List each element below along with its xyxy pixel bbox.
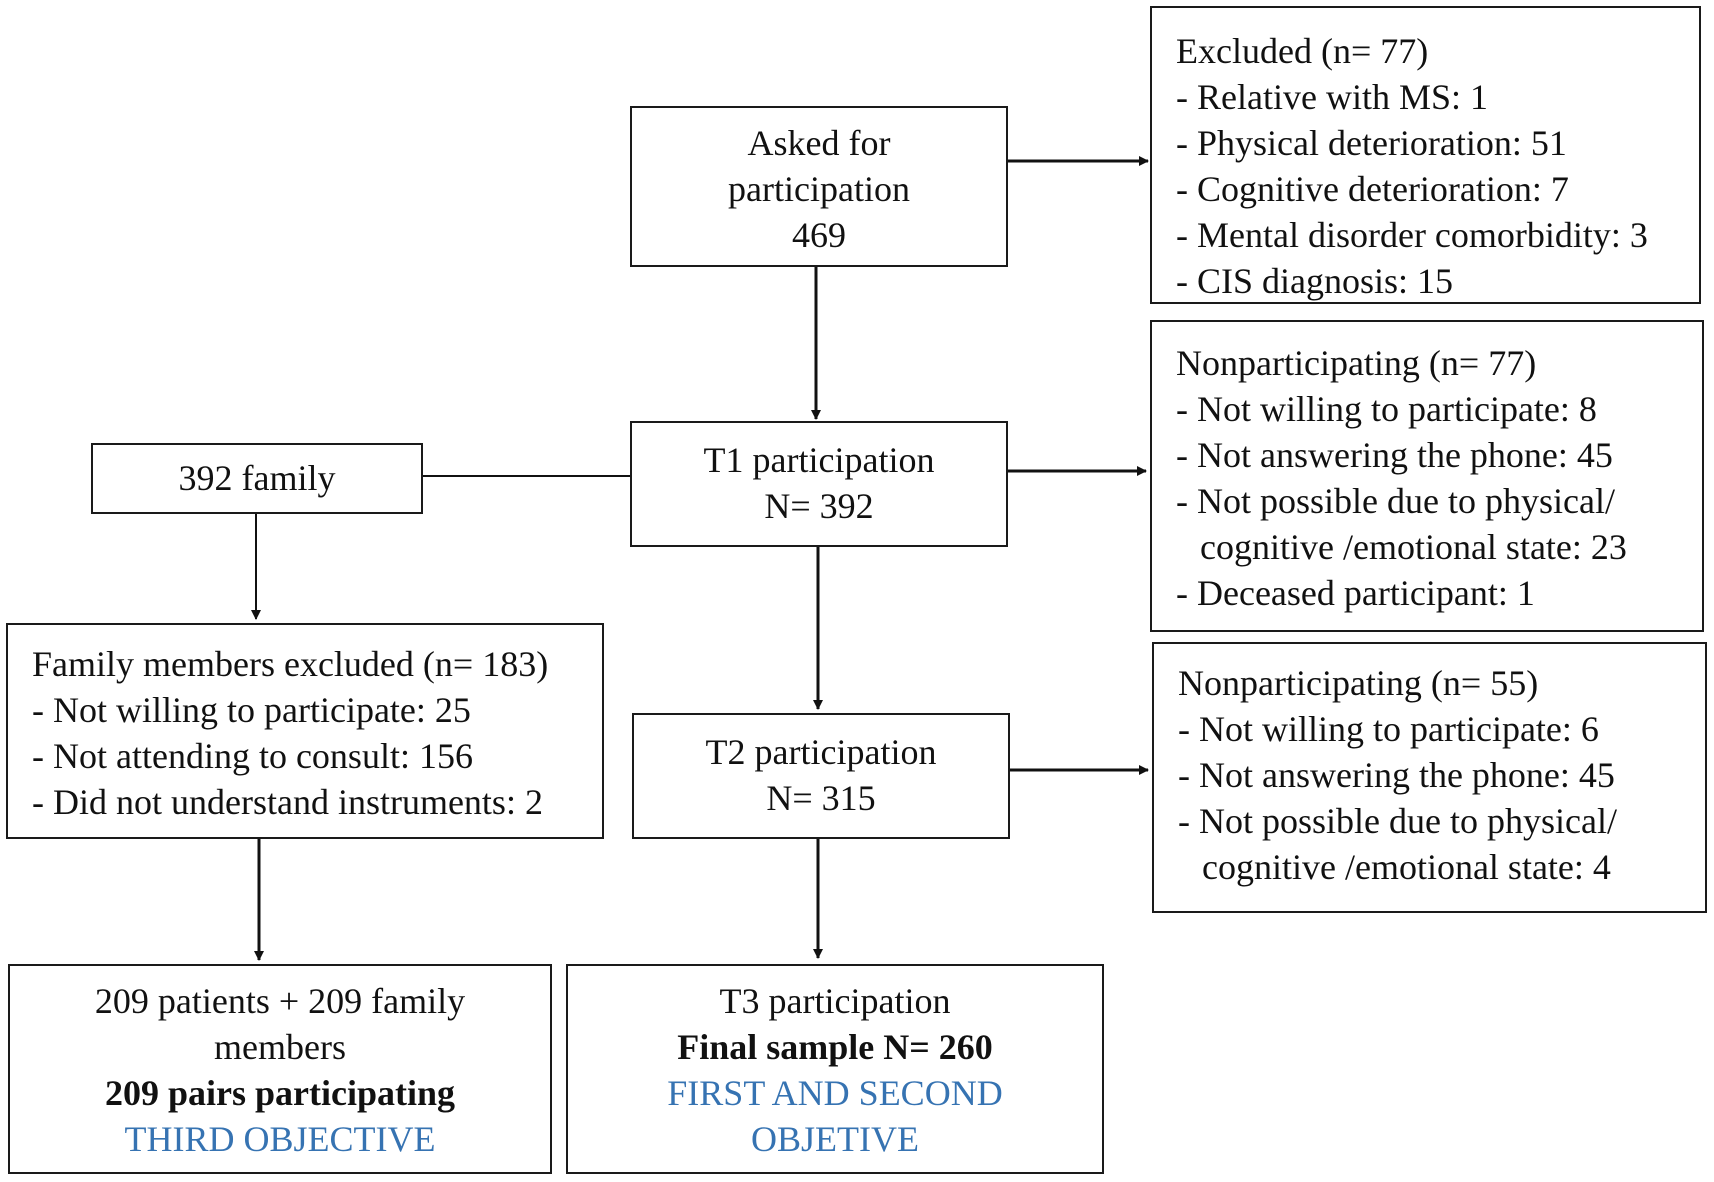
nonparticipating-2-item: - Not willing to participate: 6 [1178, 709, 1599, 749]
t1-participation-box: T1 participation N= 392 [630, 421, 1008, 547]
t1-count: N= 392 [764, 486, 874, 526]
first-second-objective-label: FIRST AND SECOND [667, 1073, 1003, 1113]
excluded-item: - Physical deterioration: 51 [1176, 123, 1567, 163]
nonparticipating-1-item: - Deceased participant: 1 [1176, 573, 1535, 613]
t3-participation-box: T3 participation Final sample N= 260 FIR… [566, 964, 1104, 1174]
t2-participation-box: T2 participation N= 315 [632, 713, 1010, 839]
nonparticipating-1-title: Nonparticipating (n= 77) [1176, 343, 1537, 383]
t2-count: N= 315 [766, 778, 876, 818]
t3-title: T3 participation [719, 981, 951, 1021]
pairs-line-2: members [214, 1027, 346, 1067]
asked-line-2: participation [728, 169, 910, 209]
nonparticipating-1-item: - Not willing to participate: 8 [1176, 389, 1597, 429]
final-sample-label: Final sample N= 260 [677, 1027, 993, 1067]
nonparticipating-2-item: - Not possible due to physical/ [1178, 801, 1617, 841]
excluded-item: - Relative with MS: 1 [1176, 77, 1488, 117]
nonparticipating-1-item: - Not possible due to physical/ [1176, 481, 1615, 521]
pairs-line-1: 209 patients + 209 family [94, 981, 466, 1021]
nonparticipating-2-item: - Not answering the phone: 45 [1178, 755, 1615, 795]
asked-count: 469 [792, 215, 846, 255]
excluded-box: Excluded (n= 77) - Relative with MS: 1 -… [1150, 6, 1701, 304]
third-objective-label: THIRD OBJECTIVE [124, 1119, 436, 1159]
family-excluded-item: - Not attending to consult: 156 [32, 736, 473, 776]
pairs-participating-box: 209 patients + 209 family members 209 pa… [8, 964, 552, 1174]
t1-title: T1 participation [703, 440, 935, 480]
nonparticipating-1-item: cognitive /emotional state: 23 [1200, 527, 1627, 567]
first-second-objective-label-2: OBJETIVE [751, 1119, 919, 1159]
asked-line-1: Asked for [747, 123, 891, 163]
family-label: 392 family [178, 458, 336, 498]
nonparticipating-1-item: - Not answering the phone: 45 [1176, 435, 1613, 475]
family-excluded-item: - Not willing to participate: 25 [32, 690, 471, 730]
nonparticipating-1-box: Nonparticipating (n= 77) - Not willing t… [1150, 320, 1704, 632]
family-excluded-title: Family members excluded (n= 183) [32, 644, 549, 684]
pairs-bold: 209 pairs participating [104, 1073, 455, 1113]
nonparticipating-2-title: Nonparticipating (n= 55) [1178, 663, 1539, 703]
family-excluded-box: Family members excluded (n= 183) - Not w… [6, 623, 604, 839]
excluded-item: - Cognitive deterioration: 7 [1176, 169, 1569, 209]
excluded-item: - Mental disorder comorbidity: 3 [1176, 215, 1648, 255]
family-excluded-item: - Did not understand instruments: 2 [32, 782, 543, 822]
nonparticipating-2-item: cognitive /emotional state: 4 [1202, 847, 1611, 887]
asked-for-participation-box: Asked for participation 469 [630, 106, 1008, 267]
excluded-item: - CIS diagnosis: 15 [1176, 261, 1454, 301]
excluded-title: Excluded (n= 77) [1176, 31, 1429, 71]
t2-title: T2 participation [705, 732, 937, 772]
family-box: 392 family [91, 443, 423, 514]
nonparticipating-2-box: Nonparticipating (n= 55) - Not willing t… [1152, 642, 1707, 913]
